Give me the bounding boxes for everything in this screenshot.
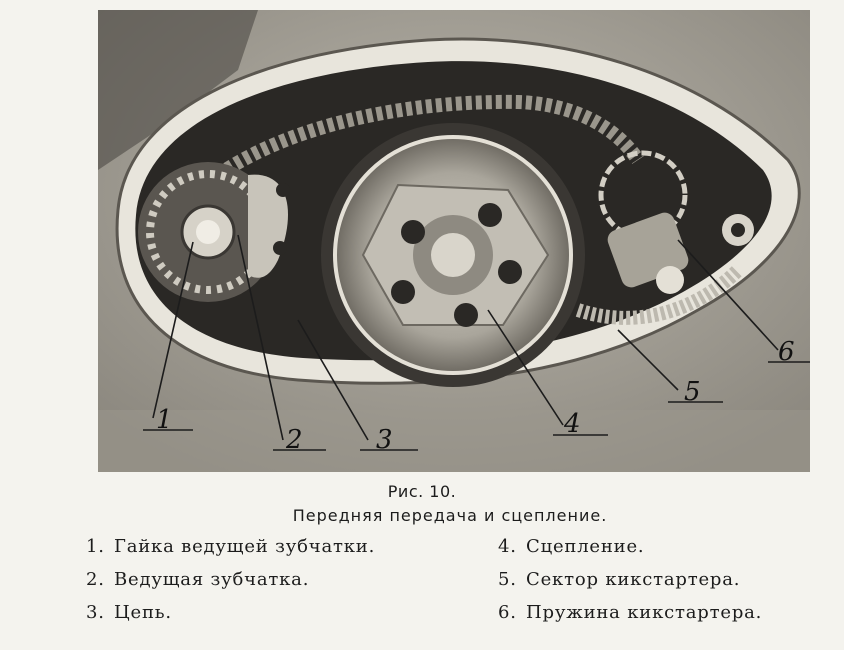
callout-lines — [143, 234, 810, 451]
legend-number: 6. — [498, 602, 517, 623]
legend-number: 2. — [86, 569, 105, 590]
legend-number: 4. — [498, 536, 517, 557]
drive-sprocket-shape — [138, 162, 278, 302]
figure-title: Передняя передача и сцепление. — [292, 506, 608, 525]
callout-2: 2 — [285, 425, 303, 455]
clutch-shape — [321, 123, 585, 387]
engine-photo-figure: 1 2 3 4 5 6 — [98, 10, 810, 472]
figure-number: Рис. 10. — [387, 482, 457, 501]
callout-4: 4 — [563, 409, 581, 439]
callout-5: 5 — [684, 377, 701, 407]
legend-text: Сектор кикстартера. — [526, 569, 741, 590]
legend-text: Сцепление. — [526, 536, 645, 557]
callout-3: 3 — [376, 425, 393, 455]
legend-item: 3. Цепь. — [86, 602, 172, 623]
legend-number: 1. — [86, 536, 105, 557]
legend-text: Пружина кикстартера. — [526, 602, 763, 623]
legend-number: 3. — [86, 602, 105, 623]
legend-text: Цепь. — [114, 602, 172, 623]
legend-number: 5. — [498, 569, 517, 590]
callout-6: 6 — [778, 337, 795, 367]
kickstarter-spring-shape — [598, 150, 689, 294]
engine-photo: 1 2 3 4 5 6 — [98, 10, 810, 472]
legend-text: Гайка ведущей зубчатки. — [114, 536, 376, 557]
legend-text: Ведущая зубчатка. — [114, 569, 310, 590]
legend-item: 5. Сектор кикстартера. — [498, 569, 740, 590]
legend-item: 2. Ведущая зубчатка. — [86, 569, 309, 590]
legend-item: 1. Гайка ведущей зубчатки. — [86, 536, 375, 557]
legend-item: 4. Сцепление. — [498, 536, 644, 557]
legend-item: 6. Пружина кикстартера. — [498, 602, 762, 623]
callout-1: 1 — [156, 405, 173, 435]
